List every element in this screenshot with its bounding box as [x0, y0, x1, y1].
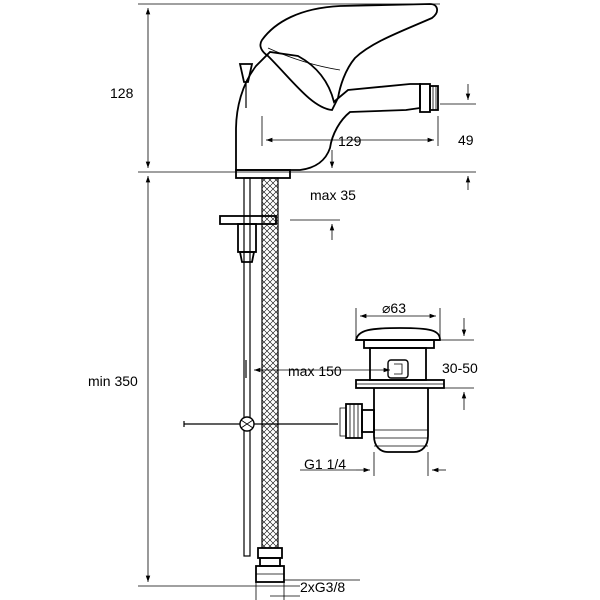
mixer-body [235, 3, 439, 179]
label-128: 128 [110, 85, 134, 101]
waste-plug [354, 327, 441, 341]
label-dia-63: ⌀63 [382, 300, 406, 316]
label-min-350: min 350 [88, 373, 138, 389]
spout-outlet [419, 83, 431, 113]
dimension-lines [138, 3, 476, 600]
mixer-body-outline [235, 51, 421, 171]
dimension-labels: 128 min 350 129 49 max 35 max 150 ⌀63 30… [88, 85, 478, 595]
mounting-assembly [183, 177, 338, 583]
label-30-50: 30-50 [442, 360, 478, 376]
label-129: 129 [338, 133, 362, 149]
label-g1-1-4: G1 1/4 [304, 456, 346, 472]
supply-hose [261, 177, 279, 549]
label-max-150: max 150 [288, 363, 342, 379]
label-49: 49 [458, 132, 474, 148]
deck-flange [235, 169, 291, 179]
label-2xg3-8: 2xG3/8 [300, 579, 345, 595]
lever-handle [259, 3, 438, 111]
hose-fitting [257, 547, 283, 559]
label-max-35: max 35 [310, 187, 356, 203]
waste-assembly [339, 327, 445, 453]
popup-knob [238, 63, 254, 83]
